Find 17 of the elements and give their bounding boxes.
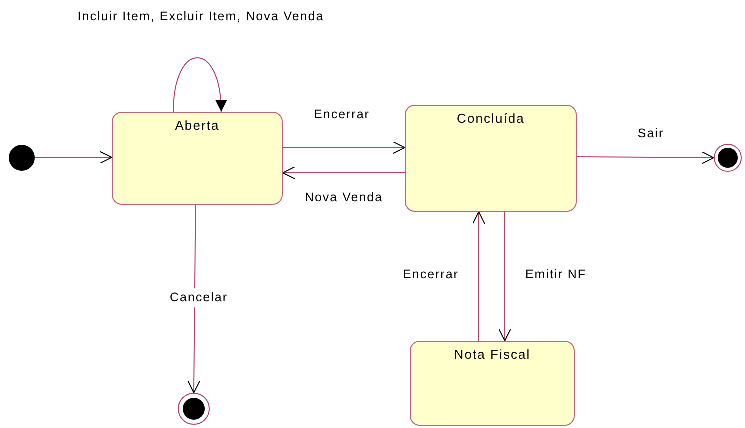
state-box (410, 341, 575, 426)
state-name: Aberta (175, 118, 220, 134)
transition-arrow (34, 151, 112, 164)
transition-arrow (498, 212, 512, 342)
initial-state (9, 145, 35, 171)
final-state (178, 393, 210, 425)
state-name: Nota Fiscal (454, 347, 531, 364)
state-box (112, 112, 283, 205)
transition-arrow (282, 141, 406, 154)
transition-arrow (282, 166, 406, 180)
transition-arrow (173, 58, 227, 112)
final-state (714, 144, 742, 172)
transition-arrow (188, 204, 201, 394)
state-name: Concluída (457, 111, 525, 128)
transition-arrow (472, 212, 486, 342)
state-box (405, 105, 577, 212)
transition-arrow (576, 151, 714, 164)
